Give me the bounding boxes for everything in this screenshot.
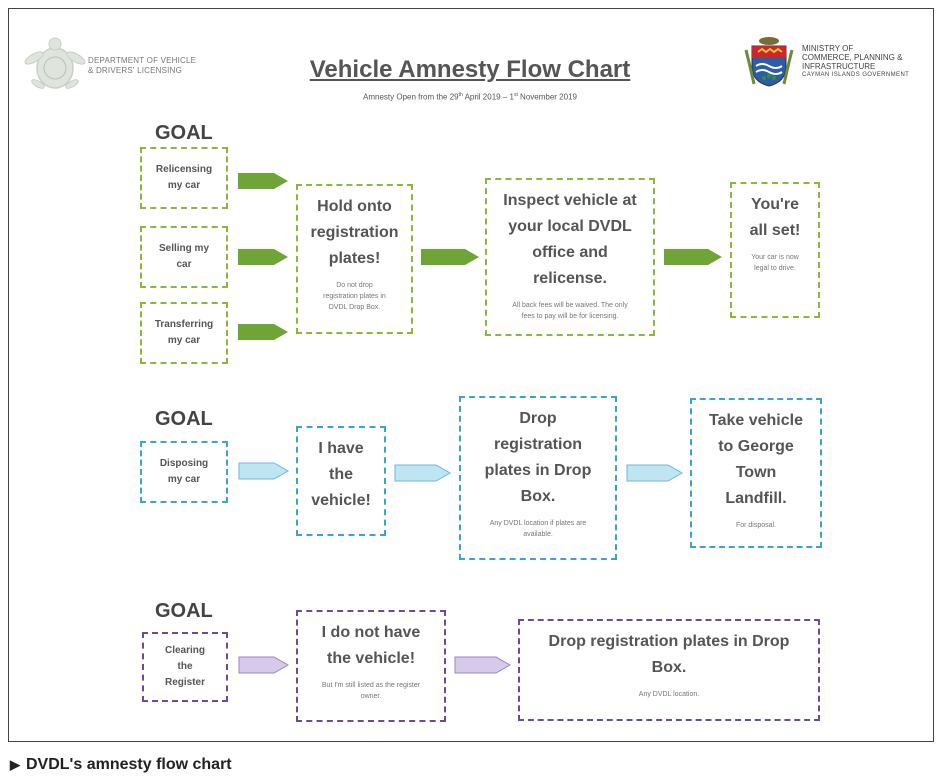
step-text: relicense. bbox=[533, 270, 607, 287]
blue-arrow-icon bbox=[394, 464, 452, 482]
step-text: Box. bbox=[520, 488, 556, 505]
step-text: registration bbox=[493, 436, 582, 453]
purple-arrow-icon bbox=[238, 656, 290, 674]
step-have-vehicle: I have the vehicle! bbox=[296, 426, 386, 536]
step-text: plates! bbox=[328, 250, 381, 267]
ministry-line-2: COMMERCE, PLANNING & bbox=[802, 53, 903, 62]
goal-heading-3: GOAL bbox=[155, 600, 213, 622]
step-text: Drop bbox=[519, 410, 557, 427]
goal-label: Transferring bbox=[154, 319, 214, 330]
goal-box-selling: Selling my car bbox=[140, 226, 228, 288]
goal-label: my car bbox=[167, 335, 201, 346]
step-text: plates in Drop bbox=[484, 462, 592, 479]
step-note: Any DVDL location. bbox=[638, 691, 700, 698]
department-name: DEPARTMENT OF VEHICLE & DRIVERS' LICENSI… bbox=[88, 56, 196, 76]
step-text: office and bbox=[532, 244, 608, 261]
government-name: CAYMAN ISLANDS GOVERNMENT bbox=[802, 72, 910, 78]
blue-arrow-icon bbox=[238, 462, 290, 480]
coat-of-arms-icon bbox=[744, 37, 794, 87]
step-text: You're bbox=[751, 196, 799, 213]
department-line-1: DEPARTMENT OF VEHICLE bbox=[88, 56, 197, 65]
turtle-logo bbox=[24, 37, 86, 89]
step-text: Inspect vehicle at bbox=[503, 192, 637, 209]
goal-label: car bbox=[176, 259, 192, 270]
step-text: Town bbox=[735, 464, 777, 481]
amnesty-dates: Amnesty Open from the 29th April 2019 – … bbox=[363, 92, 577, 102]
goal-label: my car bbox=[167, 474, 201, 485]
goal-label: my car bbox=[167, 180, 201, 191]
step-text: to George bbox=[718, 438, 794, 455]
step-text: Box. bbox=[651, 659, 687, 676]
figure-caption: ▶ DVDL's amnesty flow chart bbox=[10, 756, 232, 774]
step-drop-plates: Drop registration plates in Drop Box. An… bbox=[459, 396, 617, 560]
goal-heading-2: GOAL bbox=[155, 408, 213, 430]
step-text: Landfill. bbox=[725, 490, 787, 507]
step-no-vehicle: I do not have the vehicle! But I'm still… bbox=[296, 610, 446, 722]
step-hold-plates: Hold onto registration plates! Do not dr… bbox=[296, 184, 413, 334]
goal-label: Disposing bbox=[159, 458, 209, 469]
department-line-2: & DRIVERS' LICENSING bbox=[88, 66, 182, 75]
ministry-line-3: INFRASTRUCTURE bbox=[802, 62, 876, 71]
goal-label: the bbox=[177, 661, 193, 672]
goal-label: Clearing bbox=[164, 645, 205, 656]
blue-arrow-icon bbox=[626, 464, 684, 482]
green-arrow-icon bbox=[664, 249, 722, 265]
green-arrow-icon bbox=[238, 324, 288, 340]
chart-title: Vehicle Amnesty Flow Chart bbox=[309, 56, 631, 83]
step-inspect-vehicle: Inspect vehicle at your local DVDL offic… bbox=[485, 178, 655, 336]
step-text: Take vehicle bbox=[709, 412, 803, 429]
green-arrow-icon bbox=[238, 249, 288, 265]
step-text: the bbox=[329, 466, 353, 483]
ministry-line-1: MINISTRY OF bbox=[802, 44, 854, 53]
step-landfill: Take vehicle to George Town Landfill. Fo… bbox=[690, 398, 822, 548]
goal-heading-1: GOAL bbox=[155, 122, 213, 144]
step-text: registration bbox=[310, 224, 399, 241]
step-text: I do not have bbox=[321, 624, 421, 641]
ministry-name: MINISTRY OF COMMERCE, PLANNING & INFRAST… bbox=[802, 44, 909, 80]
goal-label: Selling my bbox=[158, 243, 209, 254]
step-text: the vehicle! bbox=[326, 650, 416, 667]
goal-box-clearing: Clearing the Register bbox=[142, 632, 228, 702]
caption-text: DVDL's amnesty flow chart bbox=[26, 756, 232, 773]
goal-box-transferring: Transferring my car bbox=[140, 302, 228, 364]
step-text: Hold onto bbox=[317, 198, 392, 215]
step-text: Drop registration plates in Drop bbox=[548, 633, 790, 650]
step-text: I have bbox=[318, 440, 364, 457]
green-arrow-icon bbox=[238, 173, 288, 189]
green-arrow-icon bbox=[421, 249, 479, 265]
play-triangle-icon: ▶ bbox=[10, 757, 20, 772]
goal-box-relicensing: Relicensing my car bbox=[140, 147, 228, 209]
step-text: your local DVDL bbox=[508, 218, 632, 235]
step-drop-plates-any: Drop registration plates in Drop Box. An… bbox=[518, 619, 820, 721]
step-text: vehicle! bbox=[311, 492, 371, 509]
step-note: For disposal. bbox=[735, 522, 777, 529]
step-text: all set! bbox=[749, 222, 801, 239]
purple-arrow-icon bbox=[454, 656, 512, 674]
goal-label: Register bbox=[164, 677, 205, 688]
goal-label: Relicensing bbox=[155, 164, 213, 175]
goal-box-disposing: Disposing my car bbox=[140, 441, 228, 503]
